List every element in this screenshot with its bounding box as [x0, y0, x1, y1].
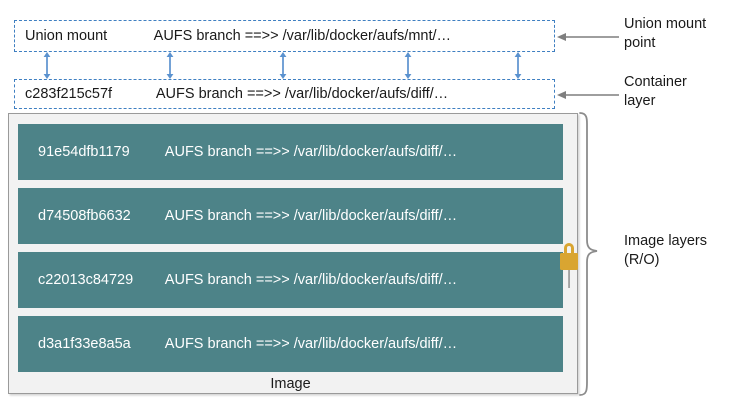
double-arrow-1 [41, 52, 53, 79]
double-arrow-3 [277, 52, 289, 79]
image-layer-id: 91e54dfb1179 [38, 144, 130, 160]
container-layer-id: c283f215c57f [25, 86, 113, 102]
container-layer-box: c283f215c57f AUFS branch ==>> /var/lib/d… [14, 79, 555, 109]
image-layer-row: d3a1f33e8a5a AUFS branch ==>> /var/lib/d… [18, 316, 563, 372]
union-mount-box: Union mount AUFS branch ==>> /var/lib/do… [14, 20, 555, 52]
image-layer-id: d74508fb6632 [38, 208, 131, 224]
image-layer-id: d3a1f33e8a5a [38, 336, 131, 352]
container-layer-label: Container layer [624, 74, 687, 109]
image-layer-id: c22013c84729 [38, 272, 134, 288]
image-layer-branch-path: AUFS branch ==>> /var/lib/docker/aufs/di… [164, 336, 458, 352]
union-mount-id: Union mount [25, 28, 108, 44]
double-arrow-2 [164, 52, 176, 79]
image-layer-row: d74508fb6632 AUFS branch ==>> /var/lib/d… [18, 188, 563, 244]
image-layer-branch-path: AUFS branch ==>> /var/lib/docker/aufs/di… [164, 144, 458, 160]
container-layer-branch-path: AUFS branch ==>> /var/lib/docker/aufs/di… [155, 86, 449, 102]
image-layer-row: 91e54dfb1179 AUFS branch ==>> /var/lib/d… [18, 124, 563, 180]
union-mount-point-label: Union mount point [624, 16, 707, 51]
container-layer-callout-arrow [557, 88, 619, 100]
double-arrow-4 [402, 52, 414, 79]
union-mount-callout-arrow [557, 30, 619, 42]
lock-icon [556, 234, 582, 288]
image-caption-label: Image [270, 376, 311, 392]
double-arrow-5 [512, 52, 524, 79]
image-layer-branch-path: AUFS branch ==>> /var/lib/docker/aufs/di… [164, 272, 458, 288]
image-container-box: 91e54dfb1179 AUFS branch ==>> /var/lib/d… [8, 113, 578, 394]
union-mount-branch-path: AUFS branch ==>> /var/lib/docker/aufs/mn… [153, 28, 452, 44]
image-layers-brace [578, 110, 604, 398]
image-layer-branch-path: AUFS branch ==>> /var/lib/docker/aufs/di… [164, 208, 458, 224]
image-layers-ro-label: Image layers (R/O) [624, 233, 708, 268]
image-layer-row: c22013c84729 AUFS branch ==>> /var/lib/d… [18, 252, 563, 308]
